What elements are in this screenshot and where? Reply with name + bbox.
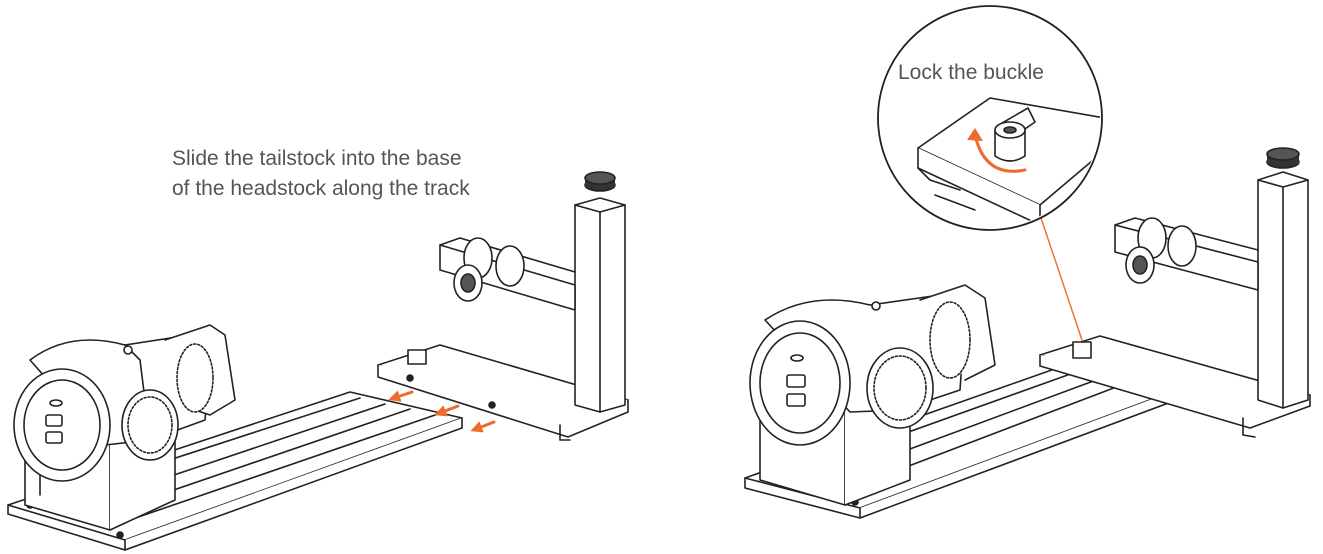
step1-caption-line2: of the headstock along the track — [172, 177, 470, 200]
headstock-assembled — [749, 284, 996, 506]
tailstock-base-assembled — [1039, 335, 1311, 438]
step1-caption-line1: Slide the tailstock into the base — [172, 147, 462, 170]
buckle-detail-callout — [877, 5, 1103, 231]
step1-illustration — [7, 171, 629, 551]
tailstock-base — [377, 344, 629, 441]
tailstock-arm-assembled — [1114, 217, 1259, 291]
step1-caption: Slide the tailstock into the base of the… — [172, 144, 470, 204]
slide-arrows — [388, 390, 496, 433]
tailstock-post — [574, 171, 626, 413]
tailstock-arm — [439, 237, 576, 311]
headstock — [13, 324, 236, 531]
step2-callout-label: Lock the buckle — [898, 61, 1044, 84]
tailstock-post-assembled — [1257, 147, 1309, 409]
step2-illustration — [744, 5, 1311, 519]
callout-leader-line — [1039, 214, 1083, 341]
rotate-arrow-icon — [973, 133, 1027, 173]
